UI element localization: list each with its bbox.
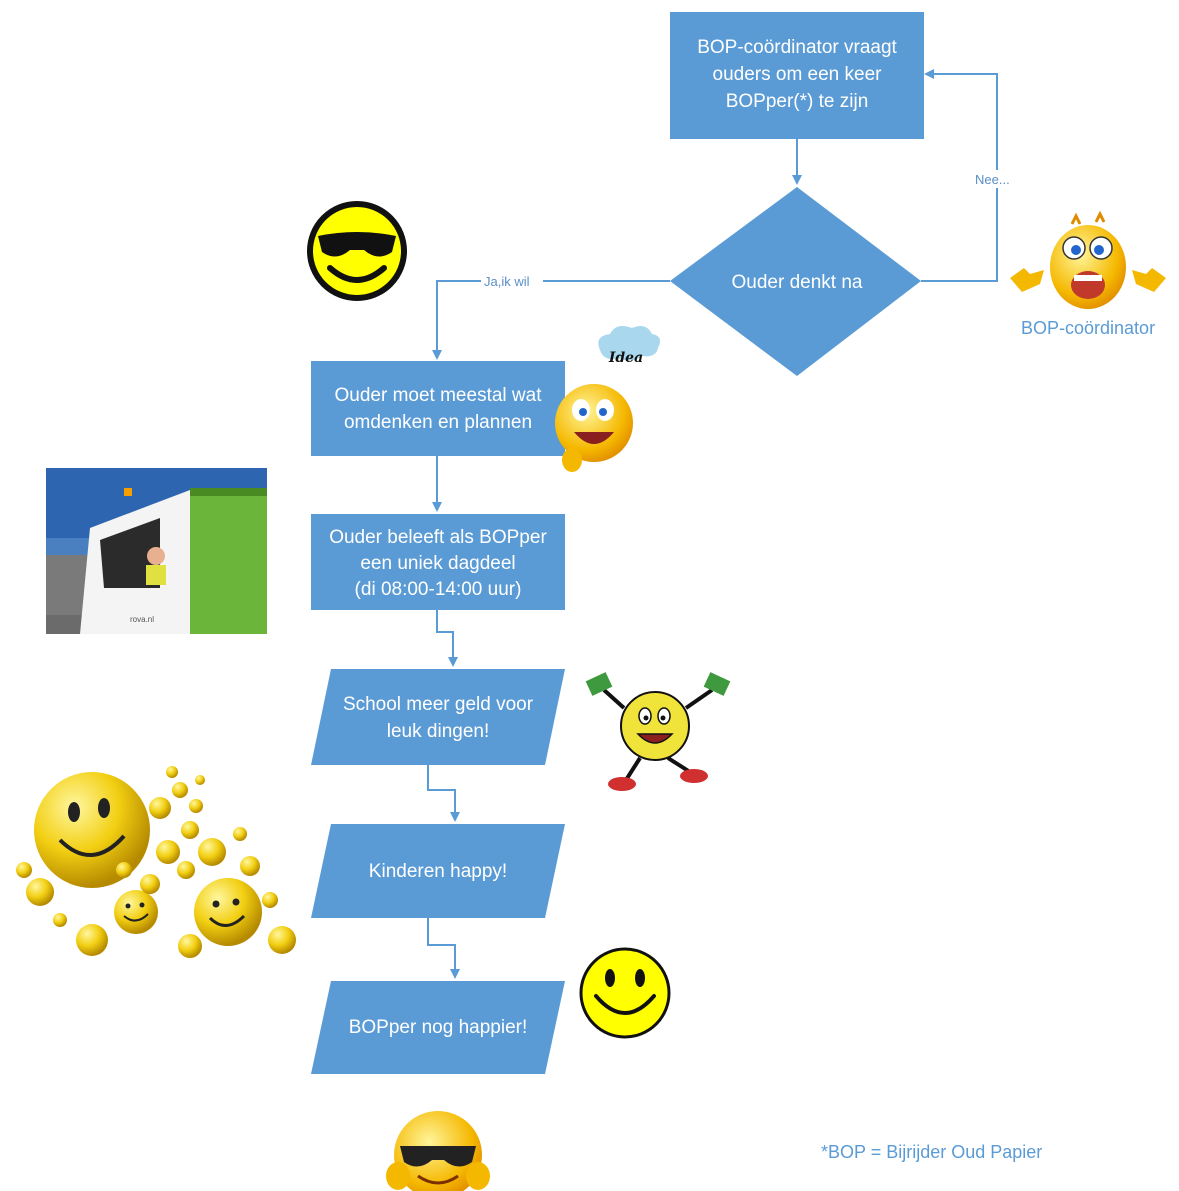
footnote: *BOP = Bijrijder Oud Papier — [821, 1142, 1042, 1162]
node-parent-plans: Ouder moet meestal wat omdenken en plann… — [311, 361, 565, 456]
idea-emoji-icon: Idea — [555, 326, 660, 472]
node-experience-line-2: een uniek dagdeel — [360, 553, 515, 574]
node-kids-label: Kinderen happy! — [369, 861, 507, 882]
node-coordinator-asks: BOP-coördinator vraagt ouders om een kee… — [670, 12, 924, 139]
idea-bubble-text: Idea — [608, 350, 643, 366]
money-runner-icon — [585, 672, 731, 791]
smiley-balls-cluster — [16, 766, 296, 958]
sunglasses-emoji-icon — [386, 1111, 490, 1191]
connectors — [427, 69, 998, 979]
truck-text: rova.nl — [130, 615, 154, 624]
node-ask-line-1: BOP-coördinator vraagt — [697, 37, 897, 58]
node-bopper-label: BOPper nog happier! — [349, 1017, 528, 1038]
scared-coordinator-icon — [1010, 210, 1166, 309]
edge-money-to-kids — [427, 765, 460, 822]
node-money-line-2: leuk dingen! — [387, 721, 489, 742]
no-label-bg — [972, 170, 1022, 188]
yes-label-bg — [481, 272, 543, 290]
node-experience-line-1: Ouder beleeft als BOPper — [329, 527, 547, 548]
node-parent-thinks: Ouder denkt na — [670, 187, 921, 376]
node-plan-line-2: omdenken en plannen — [344, 412, 532, 433]
node-parent-experience: Ouder beleeft als BOPper een uniek dagde… — [311, 514, 565, 610]
node-decide-label: Ouder denkt na — [732, 272, 863, 293]
node-experience-line-3: (di 08:00-14:00 uur) — [355, 579, 522, 600]
happy-smiley-icon — [579, 947, 671, 1039]
node-school-money: School meer geld voor leuk dingen! — [311, 669, 565, 765]
edge-experience-to-money — [436, 610, 458, 667]
sunglasses-smiley-icon — [307, 201, 407, 301]
node-money-line-1: School meer geld voor — [343, 694, 534, 715]
yes-edge-label: Ja,ik wil — [484, 274, 530, 289]
edge-yes — [432, 280, 670, 360]
no-edge-label: Nee... — [975, 172, 1010, 187]
node-bopper-happier: BOPper nog happier! — [311, 981, 565, 1074]
node-ask-line-2: ouders om een keer — [713, 64, 883, 85]
edge-kids-to-bopper — [427, 918, 460, 979]
node-kids-happy: Kinderen happy! — [311, 824, 565, 918]
coordinator-caption: BOP-coördinator — [1021, 318, 1155, 338]
node-plan-line-1: Ouder moet meestal wat — [335, 385, 543, 406]
node-ask-line-3: BOPper(*) te zijn — [726, 91, 869, 112]
garbage-truck-photo: rova.nl — [46, 468, 267, 634]
